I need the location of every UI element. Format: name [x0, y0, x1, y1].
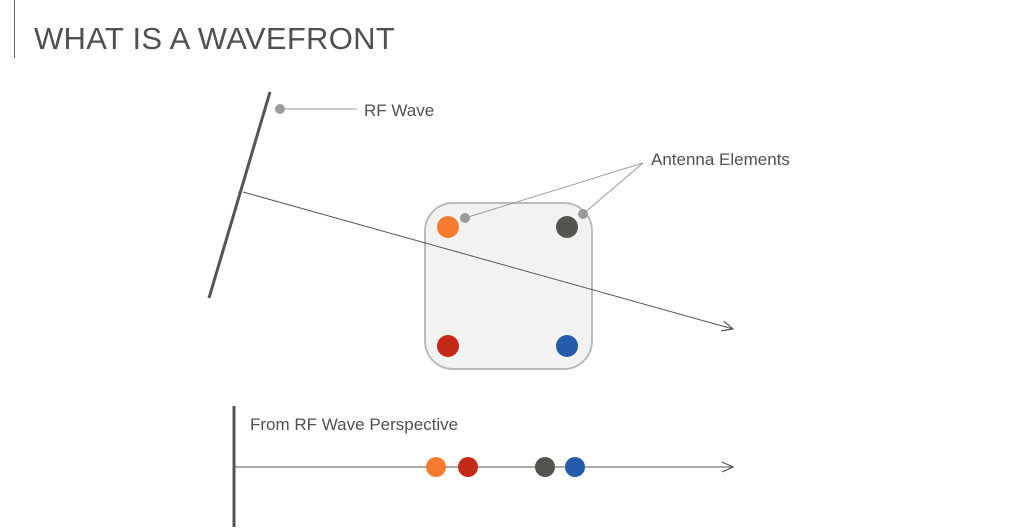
antenna-element-dark [556, 216, 578, 238]
projected-element-red [458, 457, 478, 477]
projected-element-orange [426, 457, 446, 477]
projected-element-blue [565, 457, 585, 477]
antenna-callout-dot-1 [460, 213, 470, 223]
antenna-element-blue [556, 335, 578, 357]
projected-element-dark [535, 457, 555, 477]
antenna-element-orange [437, 216, 459, 238]
antenna-array-box [424, 202, 593, 370]
antenna-elements-label: Antenna Elements [651, 150, 790, 169]
antenna-callout-line-1 [464, 162, 644, 219]
propagation-arrow [242, 191, 735, 332]
title-accent-bar [14, 0, 15, 58]
rf-wavefront-line [207, 91, 272, 299]
slide-title: WHAT IS A WAVEFRONT [34, 21, 396, 56]
rf-wave-label: RF Wave [364, 101, 434, 120]
perspective-label: From RF Wave Perspective [250, 415, 458, 434]
antenna-callout-dot-2 [578, 209, 588, 219]
antenna-callout-line-2 [582, 162, 644, 215]
antenna-element-red [437, 335, 459, 357]
